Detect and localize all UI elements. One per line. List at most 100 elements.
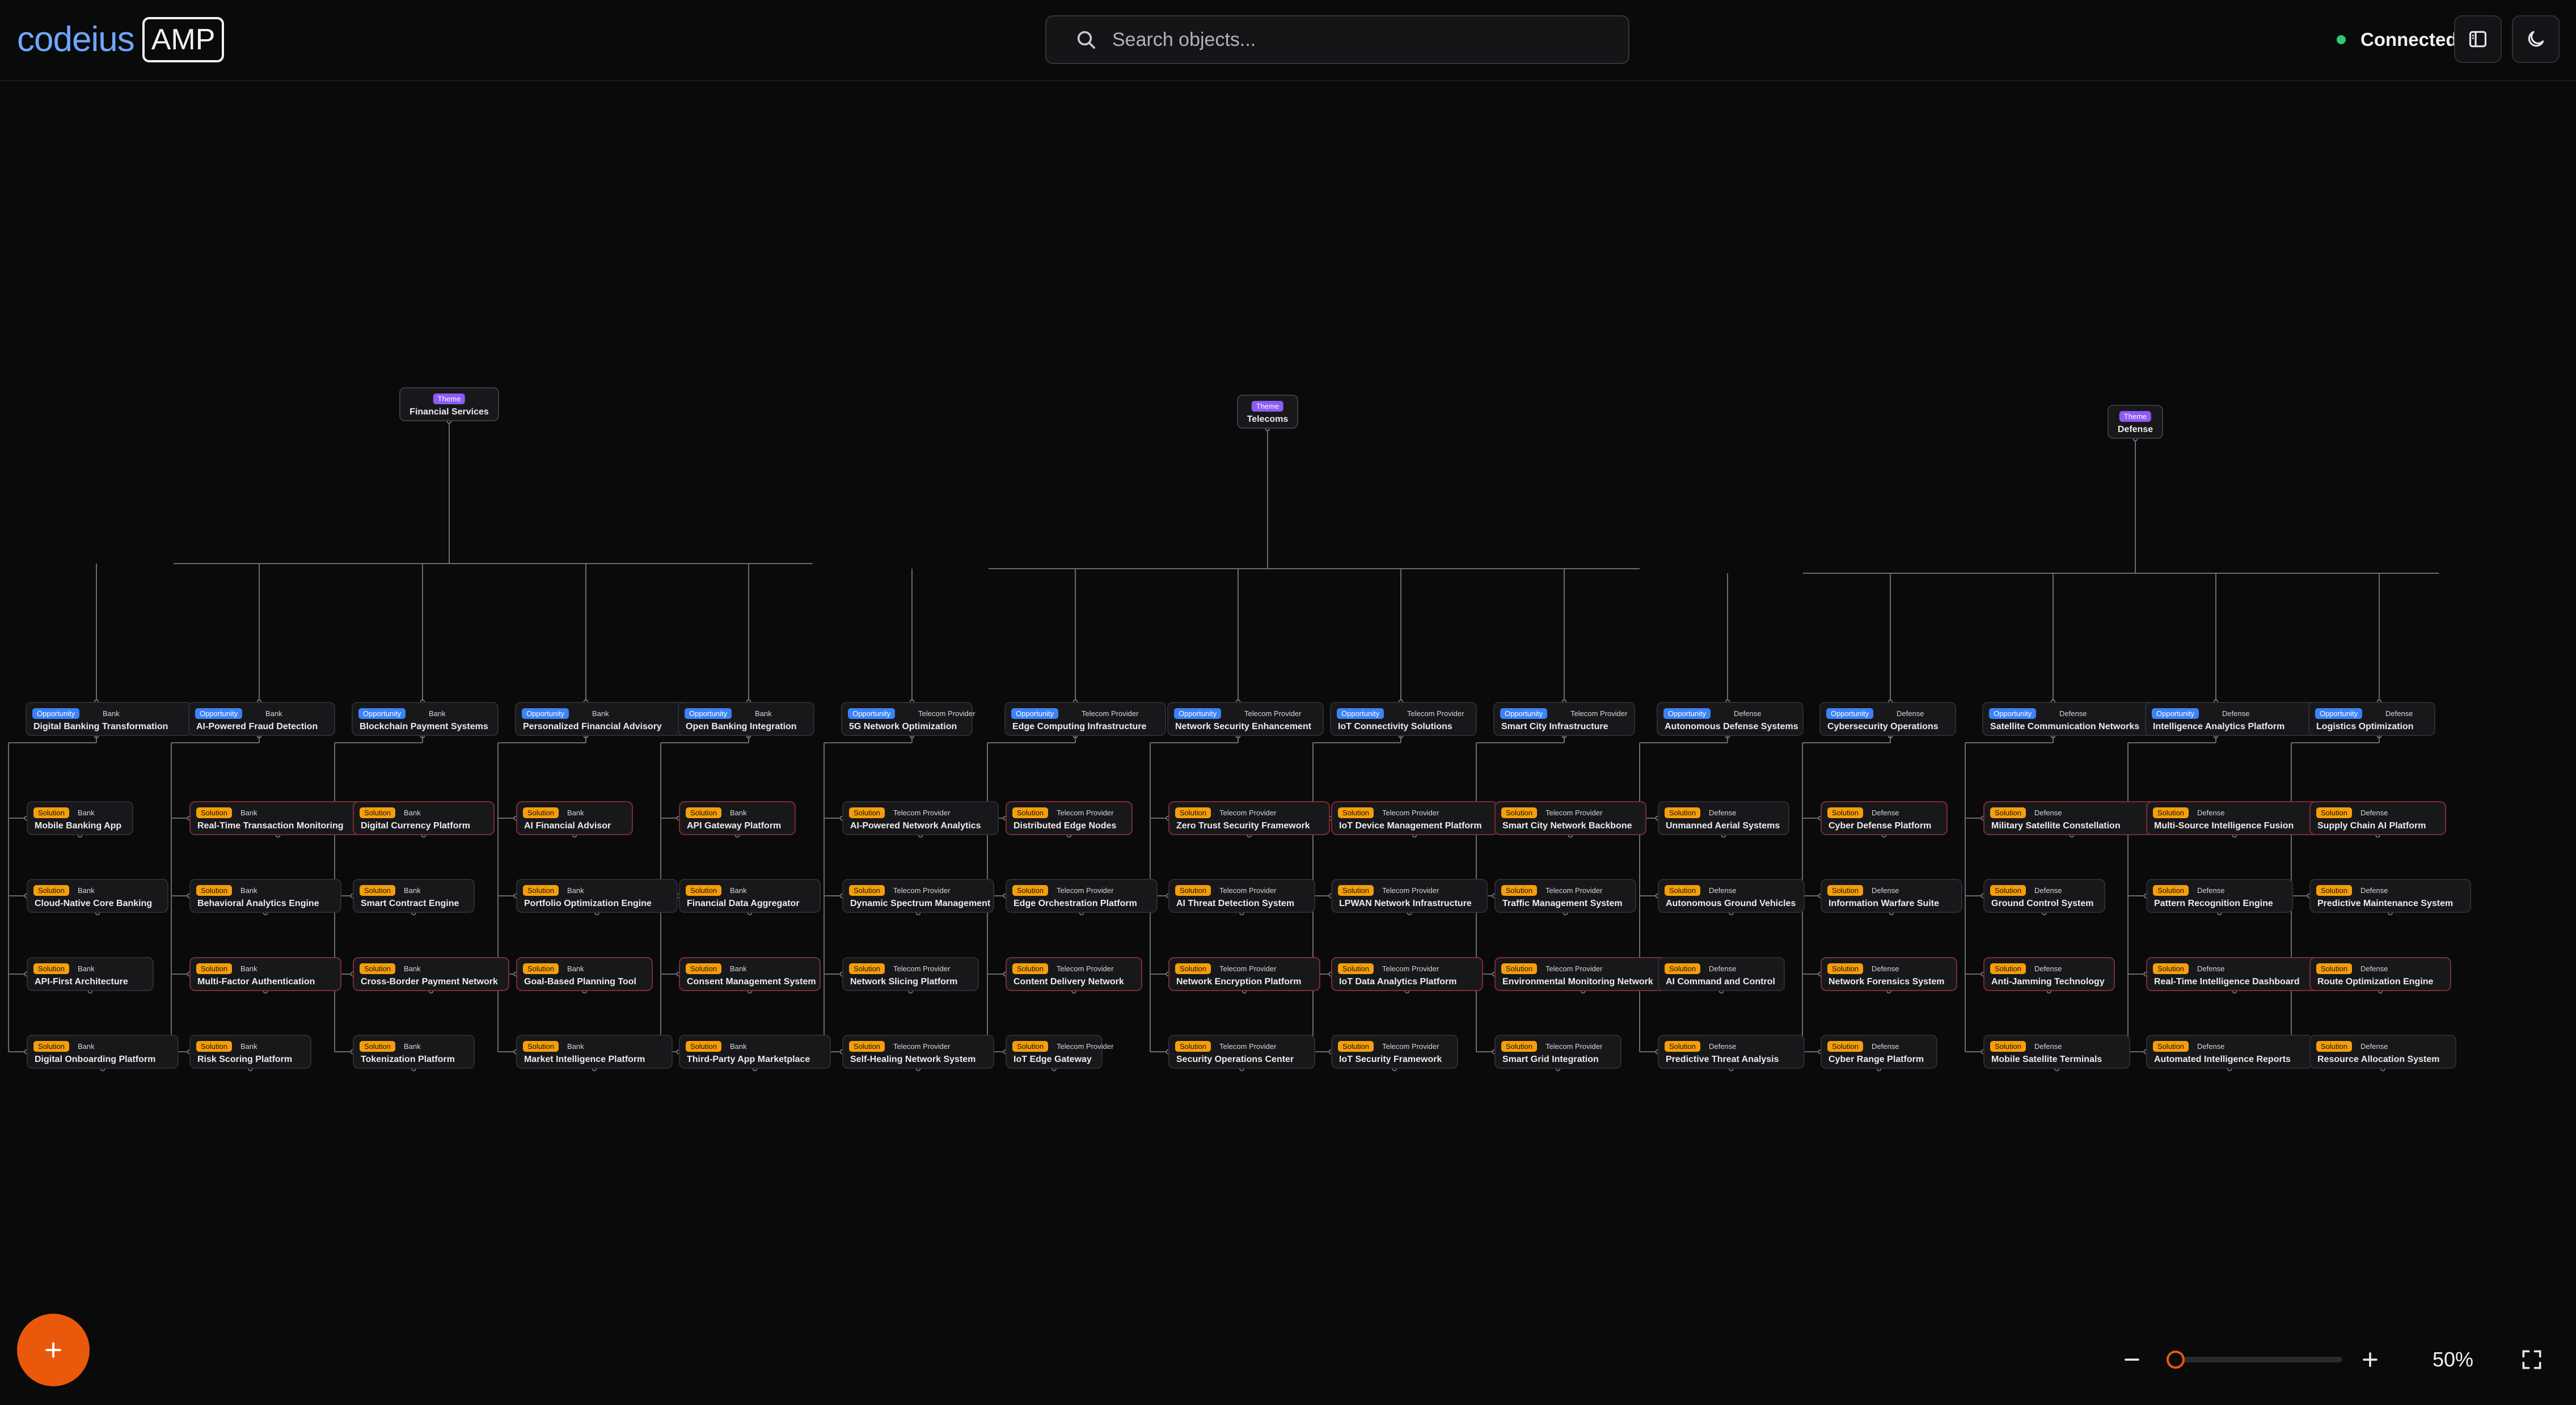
zoom-in-button[interactable]: [2358, 1347, 2383, 1372]
solution-title: Ground Control System: [1991, 899, 2094, 908]
add-object-button[interactable]: [17, 1314, 90, 1386]
sector-label: Telecom Provider: [1407, 709, 1464, 718]
opportunity-type-badge: Opportunity: [522, 708, 569, 719]
search-bar[interactable]: [1045, 15, 1629, 64]
zoom-out-button[interactable]: [2119, 1347, 2144, 1372]
sector-label: Bank: [78, 1042, 95, 1051]
zoom-slider[interactable]: [2167, 1357, 2342, 1362]
search-input[interactable]: [1111, 22, 1612, 57]
theme-title: Financial Services: [409, 407, 489, 417]
sector-label: Bank: [404, 886, 421, 895]
opportunity-title: Smart City Infrastructure: [1501, 722, 1608, 731]
opportunity-type-badge: Opportunity: [195, 708, 243, 719]
app-logo[interactable]: codeius AMP: [17, 17, 225, 62]
theme-toggle-button[interactable]: [2512, 15, 2560, 63]
opportunity-type-badge: Opportunity: [1663, 708, 1711, 719]
fullscreen-button[interactable]: [2519, 1347, 2544, 1372]
sector-label: Bank: [240, 1042, 257, 1051]
toggle-sidebar-button[interactable]: [2454, 15, 2502, 63]
zoom-slider-thumb[interactable]: [2166, 1351, 2185, 1369]
